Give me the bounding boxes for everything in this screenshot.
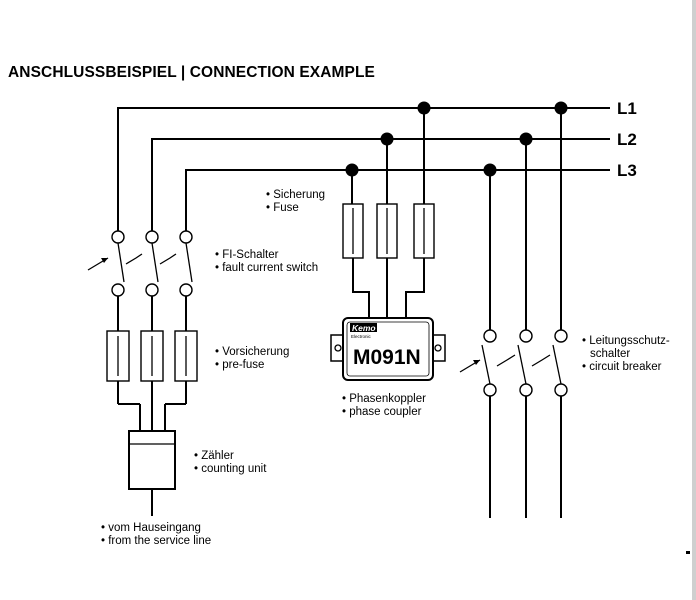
- svg-text:• Fuse: • Fuse: [266, 202, 299, 214]
- svg-text:• from the service line: • from the service line: [101, 535, 211, 547]
- brand-logo: [350, 323, 377, 332]
- svg-text:• Sicherung: • Sicherung: [266, 189, 325, 201]
- label-counting-unit: • Zähler • counting unit: [194, 450, 267, 475]
- svg-text:• circuit breaker: • circuit breaker: [582, 361, 662, 373]
- phase-label-l2: L2: [617, 130, 637, 149]
- phase-coupler-device: Kemo Electronic M091N: [330, 317, 446, 381]
- page-edge-mark: [686, 551, 690, 554]
- pre-fuse-group: [106, 296, 198, 431]
- phase-label-l3: L3: [617, 161, 637, 180]
- svg-text:• vom Hauseingang: • vom Hauseingang: [101, 522, 201, 534]
- breaker-terminal: [483, 383, 497, 397]
- svg-text:• Vorsicherung: • Vorsicherung: [215, 346, 289, 358]
- label-circuit-breaker: • Leitungsschutz- schalter • circuit bre…: [582, 335, 670, 373]
- label-phase-coupler: • Phasenkoppler • phase coupler: [342, 393, 426, 418]
- bus-line-l3: [185, 169, 610, 231]
- coupler-body-inner: [346, 321, 430, 377]
- switch-terminal: [179, 230, 193, 244]
- switch-terminal: [111, 283, 125, 297]
- circuit-breaker-group: [459, 108, 568, 518]
- switch-terminal: [145, 283, 159, 297]
- svg-text:• counting unit: • counting unit: [194, 463, 267, 475]
- brand-subtext: Electronic: [351, 334, 372, 339]
- device-model: M091N: [353, 346, 421, 369]
- switch-terminal: [145, 230, 159, 244]
- breaker-terminal: [554, 383, 568, 397]
- counter-box: [128, 430, 176, 490]
- fi-switch-group: [87, 230, 193, 297]
- coupler-fuse-group: [342, 108, 435, 318]
- coupler-body: [342, 317, 434, 381]
- page-edge-bar: [692, 0, 696, 600]
- svg-text:• Phasenkoppler: • Phasenkoppler: [342, 393, 426, 405]
- switch-terminal: [179, 283, 193, 297]
- svg-text:• fault current switch: • fault current switch: [215, 262, 318, 274]
- breaker-terminal: [483, 329, 497, 343]
- breaker-terminal: [554, 329, 568, 343]
- svg-text:• pre-fuse: • pre-fuse: [215, 359, 264, 371]
- counting-unit: [128, 430, 176, 516]
- breaker-terminal: [519, 329, 533, 343]
- label-pre-fuse: • Vorsicherung • pre-fuse: [215, 346, 289, 371]
- phase-bus-lines: [117, 107, 610, 231]
- svg-text:schalter: schalter: [590, 348, 630, 360]
- label-fuse: • Sicherung • Fuse: [266, 189, 325, 214]
- bus-line-l1: [117, 107, 610, 231]
- svg-text:• Leitungsschutz-: • Leitungsschutz-: [582, 335, 670, 347]
- svg-text:• phase coupler: • phase coupler: [342, 406, 422, 418]
- phase-label-l1: L1: [617, 99, 637, 118]
- bus-line-l2: [151, 138, 610, 231]
- label-fi-switch: • FI-Schalter • fault current switch: [215, 249, 318, 274]
- brand-logo-text: Kemo: [352, 323, 376, 333]
- switch-terminal: [111, 230, 125, 244]
- page-title: ANSCHLUSSBEISPIEL | CONNECTION EXAMPLE: [8, 64, 375, 81]
- breaker-terminal: [519, 383, 533, 397]
- svg-text:• FI-Schalter: • FI-Schalter: [215, 249, 279, 261]
- svg-text:• Zähler: • Zähler: [194, 450, 234, 462]
- label-service-line: • vom Hauseingang • from the service lin…: [101, 522, 211, 547]
